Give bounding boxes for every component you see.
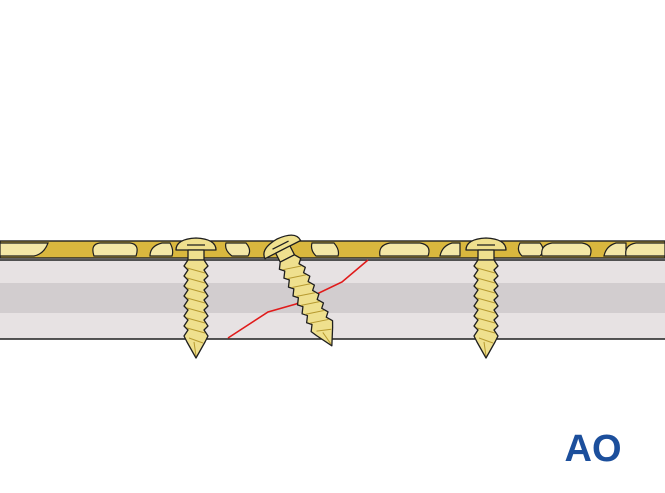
- plate-holes: [0, 242, 665, 257]
- bone-plate: [0, 240, 665, 259]
- bone-medulla: [0, 283, 665, 313]
- ao-logo-text: AO: [565, 428, 622, 470]
- fracture-line: [227, 259, 369, 339]
- ao-logo: AO: [565, 428, 622, 470]
